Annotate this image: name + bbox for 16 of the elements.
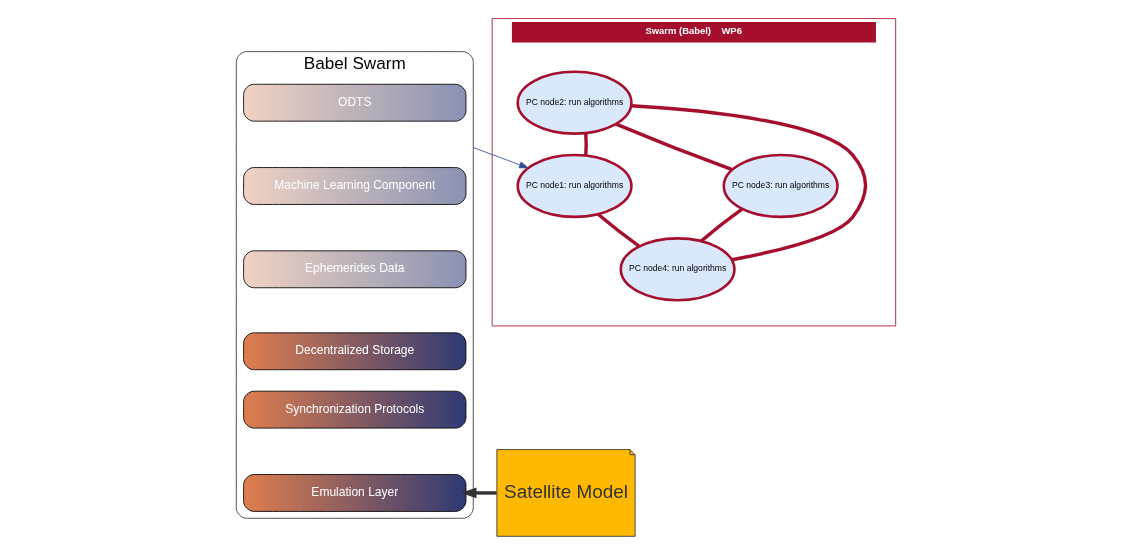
node-box: Decentralized Storage <box>243 332 467 371</box>
connector <box>584 133 588 156</box>
connector <box>597 212 640 248</box>
node-box: Ephemerides Data <box>243 250 467 289</box>
connector <box>615 122 733 172</box>
connector <box>700 207 744 243</box>
connector <box>631 104 868 262</box>
node-box: ODTS <box>243 83 467 122</box>
node-ellipse: PC node3: run algorithms <box>722 153 839 219</box>
arrow <box>472 147 529 169</box>
node-ellipse: PC node2: run algorithms <box>516 70 633 135</box>
node-box: Emulation Layer <box>243 474 467 512</box>
node-box: Synchronization Protocols <box>243 390 467 429</box>
node-box: Machine Learning Component <box>243 167 467 205</box>
arrow <box>460 487 497 499</box>
node-ellipse: PC node4: run algorithms <box>619 237 736 302</box>
